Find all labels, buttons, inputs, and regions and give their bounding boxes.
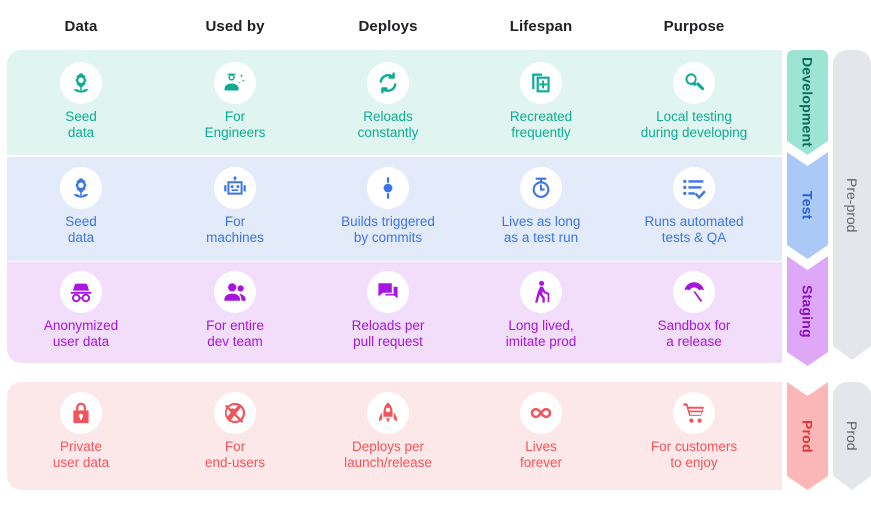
- cell-prod-lifespan: Lives forever: [451, 392, 631, 471]
- column-header-deploys: Deploys: [358, 18, 418, 35]
- cell-prod-deploys: Deploys per launch/release: [298, 392, 478, 471]
- cell-caption: Private user data: [52, 439, 110, 470]
- cell-caption: For Engineers: [204, 109, 266, 140]
- arrow-label-prod: Prod: [799, 419, 816, 453]
- people-group-icon: [214, 271, 256, 313]
- arrow-prod: Prod: [787, 382, 828, 490]
- column-header-purpose: Purpose: [663, 18, 725, 35]
- flower-seed-icon: [60, 167, 102, 209]
- arrow-shape: [787, 50, 828, 155]
- arrow-test: Test: [787, 152, 828, 259]
- cell-caption: Sandbox for a release: [657, 318, 731, 349]
- arrow-shape: [787, 152, 828, 259]
- incognito-icon: [60, 271, 102, 313]
- cell-caption: Reloads per pull request: [351, 318, 425, 349]
- column-header-lifespan: Lifespan: [509, 18, 573, 35]
- cell-staging-lifespan: Long lived, imitate prod: [451, 271, 631, 350]
- cell-caption: Local testing during developing: [640, 109, 748, 140]
- cell-prod-purpose: For customers to enjoy: [604, 392, 784, 471]
- globe-block-icon: [214, 392, 256, 434]
- cell-staging-deploys: Reloads per pull request: [298, 271, 478, 350]
- cell-caption: For entire dev team: [206, 318, 264, 349]
- beach-umbrella-icon: [673, 271, 715, 313]
- cell-staging-data: Anonymized user data: [0, 271, 171, 350]
- cell-caption: Anonymized user data: [43, 318, 119, 349]
- cell-caption: For machines: [206, 214, 264, 245]
- checklist-icon: [673, 167, 715, 209]
- engineer-person-icon: [214, 62, 256, 104]
- arrow-development: Development: [787, 50, 828, 155]
- cell-caption: Lives forever: [519, 439, 563, 470]
- cell-caption: Reloads constantly: [357, 109, 419, 140]
- arrow-staging: Staging: [787, 256, 828, 366]
- cell-caption: Builds triggered by commits: [341, 214, 435, 245]
- group-prod: Prod: [833, 382, 871, 490]
- robot-icon: [214, 167, 256, 209]
- cell-test-used-by: For machines: [145, 167, 325, 246]
- cell-development-purpose: Local testing during developing: [604, 62, 784, 141]
- cell-development-deploys: Reloads constantly: [298, 62, 478, 141]
- shopping-cart-icon: [673, 392, 715, 434]
- cell-test-purpose: Runs automated tests & QA: [604, 167, 784, 246]
- cell-development-data: Seed data: [0, 62, 171, 141]
- stopwatch-icon: [520, 167, 562, 209]
- arrow-shape: [787, 256, 828, 366]
- add-copy-icon: [520, 62, 562, 104]
- cell-caption: Lives as long as a test run: [501, 214, 581, 245]
- environment-band-test: Seed data For machines Builds triggered by…: [7, 157, 782, 261]
- environment-band-staging: Anonymized user data For entire dev team R…: [7, 262, 782, 363]
- cell-test-lifespan: Lives as long as a test run: [451, 167, 631, 246]
- elderly-walking-icon: [520, 271, 562, 313]
- environment-band-development: Seed data For Engineers Reloads constantly…: [7, 50, 782, 155]
- environment-band-prod: Private user data For end-users Deploys pe…: [7, 382, 782, 490]
- cell-prod-data: Private user data: [0, 392, 171, 471]
- cell-caption: Seed data: [65, 109, 97, 140]
- cell-caption: Seed data: [65, 214, 97, 245]
- cell-caption: For end-users: [204, 439, 266, 470]
- cell-prod-used-by: For end-users: [145, 392, 325, 471]
- cell-caption: For customers to enjoy: [650, 439, 738, 470]
- chat-bubbles-icon: [367, 271, 409, 313]
- cell-caption: Recreated frequently: [509, 109, 573, 140]
- flower-seed-icon: [60, 62, 102, 104]
- column-header-used-by: Used by: [205, 18, 265, 35]
- group-pre-prod: Pre-prod: [833, 50, 871, 360]
- cell-caption: Deploys per launch/release: [344, 439, 432, 470]
- cell-staging-used-by: For entire dev team: [145, 271, 325, 350]
- commit-node-icon: [367, 167, 409, 209]
- rocket-launch-icon: [367, 392, 409, 434]
- cell-development-lifespan: Recreated frequently: [451, 62, 631, 141]
- cell-development-used-by: For Engineers: [145, 62, 325, 141]
- arrow-label-test: Test: [799, 191, 816, 220]
- cell-caption: Runs automated tests & QA: [644, 214, 744, 245]
- lock-icon: [60, 392, 102, 434]
- group-label: Pre-prod: [844, 177, 860, 233]
- infinity-icon: [520, 392, 562, 434]
- wrench-icon: [673, 62, 715, 104]
- column-header-data: Data: [64, 18, 98, 35]
- cell-staging-purpose: Sandbox for a release: [604, 271, 784, 350]
- cell-test-data: Seed data: [0, 167, 171, 246]
- arrow-shape: [787, 382, 828, 490]
- cell-caption: Long lived, imitate prod: [505, 318, 577, 349]
- arrow-label-staging: Staging: [799, 284, 816, 338]
- arrow-label-development: Development: [799, 57, 816, 148]
- refresh-cycle-icon: [367, 62, 409, 104]
- cell-test-deploys: Builds triggered by commits: [298, 167, 478, 246]
- group-label: Prod: [844, 421, 860, 451]
